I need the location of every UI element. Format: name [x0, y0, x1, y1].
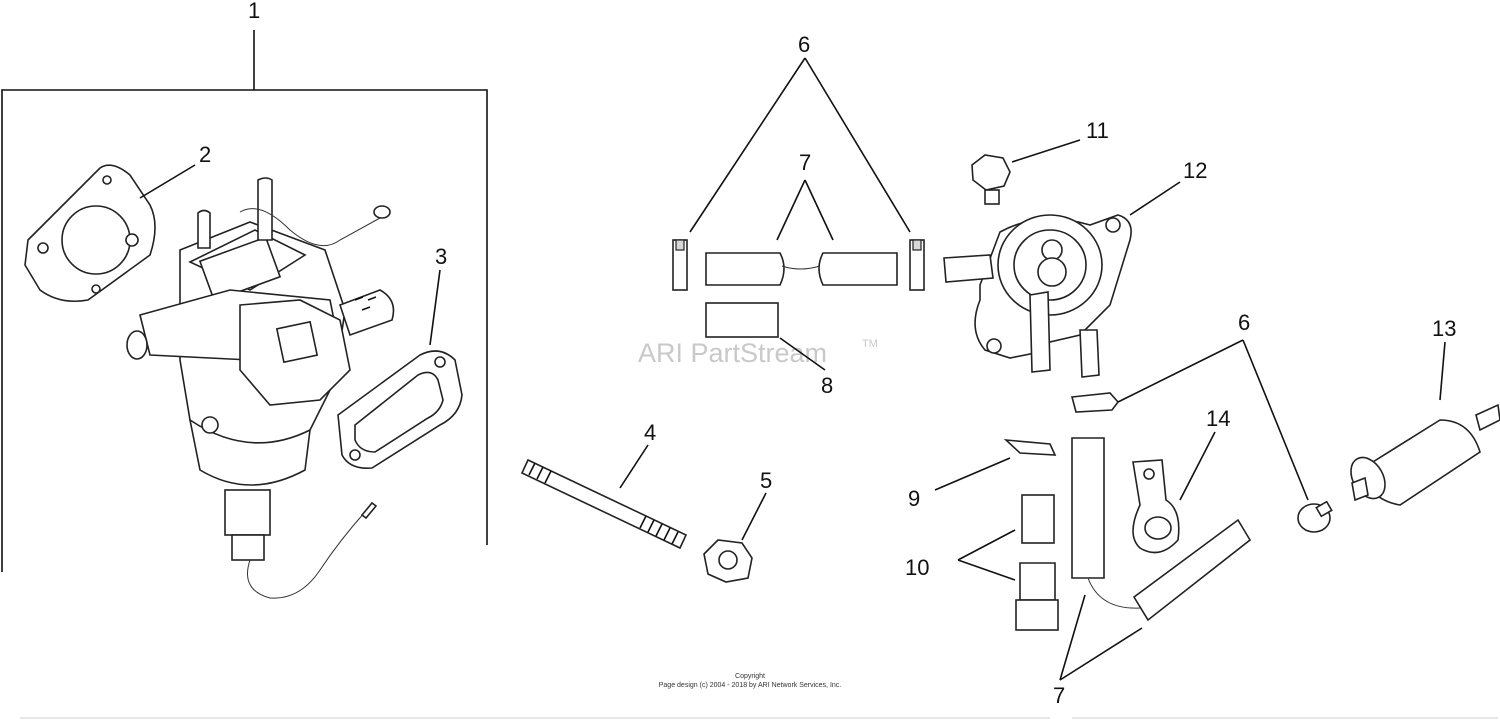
stud-part[interactable]	[520, 458, 688, 550]
callout-7-top: 7	[799, 150, 811, 175]
fuel-plug-part[interactable]	[971, 154, 1011, 205]
callout-1: 1	[248, 0, 260, 23]
fuel-filter-part[interactable]	[1344, 403, 1500, 506]
hose-clip-part[interactable]	[1132, 459, 1180, 554]
callout-7-bottom: 7	[1053, 683, 1065, 708]
callout-14: 14	[1206, 406, 1230, 431]
spring-clamp-part[interactable]	[1003, 438, 1057, 456]
fuel-hose-part[interactable]	[1071, 437, 1252, 622]
right-hose-clamp-part[interactable]	[1070, 392, 1333, 533]
callout-3: 3	[435, 244, 447, 269]
callout-2: 2	[199, 142, 211, 167]
footer-page-design: Page design (c) 2004 - 2018 by ARI Netwo…	[659, 682, 842, 689]
callout-13: 13	[1432, 316, 1456, 341]
callout-9: 9	[908, 486, 920, 511]
flange-nut-part[interactable]	[703, 539, 753, 583]
carburetor-gasket-part[interactable]	[24, 164, 156, 303]
callout-10: 10	[905, 555, 929, 580]
callout-12: 12	[1183, 158, 1207, 183]
callout-5: 5	[760, 468, 772, 493]
callout-6-top: 6	[798, 32, 810, 57]
fuel-line-fittings-part[interactable]	[1015, 494, 1059, 631]
callout-11: 11	[1086, 118, 1109, 143]
callout-4: 4	[644, 420, 656, 445]
footer-copyright: Copyright	[735, 673, 765, 680]
intake-gasket-part[interactable]	[337, 350, 463, 470]
assembly-bracket	[1, 30, 488, 572]
callout-6-right: 6	[1238, 310, 1250, 335]
callout-8: 8	[821, 373, 833, 398]
carburetor-assembly-part[interactable]	[126, 177, 395, 599]
watermark-text: ARI PartStream	[638, 338, 827, 368]
watermark-trademark: TM	[862, 338, 878, 350]
fuel-pump-part[interactable]	[943, 214, 1132, 378]
hose-clamps-and-hose-part[interactable]	[672, 239, 925, 338]
